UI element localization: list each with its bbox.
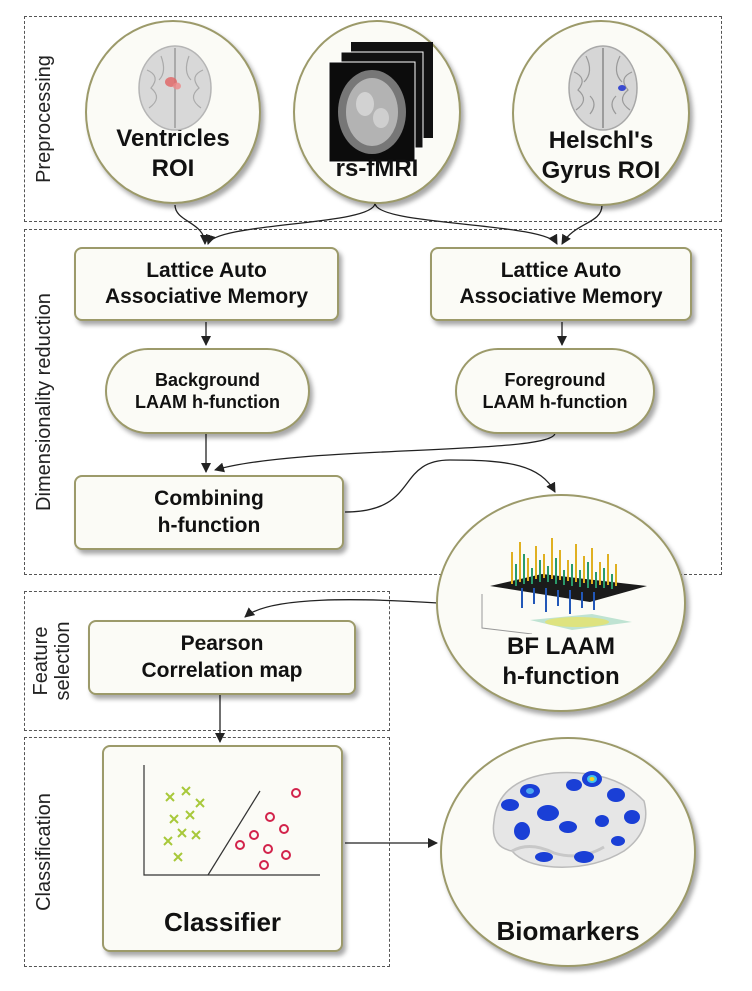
edge-ventricles-to-laam-left <box>174 204 210 245</box>
edge-rsfmri-to-laam-left <box>206 202 376 245</box>
node-helschls-gyrus-roi: Helschl's Gyrus ROI <box>512 20 690 206</box>
laam-left-label: Lattice Auto Associative Memory <box>104 258 309 308</box>
helschls-label: Helschl's Gyrus ROI <box>541 127 661 184</box>
rs-fmri-label: rs-fMRI <box>335 155 419 182</box>
node-biomarkers: Biomarkers <box>440 737 696 967</box>
edge-rsfmri-to-laam-right <box>374 202 558 245</box>
combining-label: Combining h-function <box>154 487 264 537</box>
node-foreground-laam: Foreground LAAM h-function <box>455 348 655 434</box>
brain-gyrus-icon <box>568 45 638 131</box>
background-label: Background LAAM h-function <box>135 369 280 413</box>
biomarkers-label: Biomarkers <box>496 915 640 946</box>
foreground-label: Foreground LAAM h-function <box>482 369 628 413</box>
section-feature-selection <box>24 591 390 731</box>
node-laam-left: Lattice Auto Associative Memory <box>74 247 339 321</box>
classifier-label: Classifier <box>163 906 282 937</box>
ventricles-label: Ventricles ROI <box>116 125 230 182</box>
node-ventricles-roi: Ventricles ROI <box>85 20 261 204</box>
section-preprocessing <box>24 16 722 222</box>
node-bf-laam-h-function: BF LAAM h-function <box>436 494 686 712</box>
edge-foreground-to-combining <box>214 432 556 473</box>
brain-surface-icon <box>492 771 647 868</box>
node-background-laam: Background LAAM h-function <box>105 348 310 434</box>
fmri-stack-icon <box>328 42 433 163</box>
edge-bf-laam-to-pearson <box>244 599 439 618</box>
section-classification <box>24 737 390 967</box>
node-combining-h-function: Combining h-function <box>74 475 344 550</box>
node-pearson-correlation-map: Pearson Correlation map <box>88 620 356 695</box>
section-dimensionality-reduction <box>24 229 722 575</box>
bf-laam-label: BF LAAM h-function <box>502 633 620 690</box>
brain-ventricles-icon <box>138 45 212 131</box>
node-laam-right: Lattice Auto Associative Memory <box>430 247 692 321</box>
scatter-classifier-icon <box>143 765 320 876</box>
pearson-label: Pearson Correlation map <box>141 632 303 682</box>
node-classifier: Classifier <box>102 745 343 952</box>
surface-plot-icon <box>481 538 647 634</box>
edge-combining-to-bf-laam <box>344 459 556 513</box>
laam-right-label: Lattice Auto Associative Memory <box>459 258 663 308</box>
node-rs-fmri: rs-fMRI <box>293 20 461 204</box>
edge-helschl-to-laam-right <box>561 204 603 245</box>
